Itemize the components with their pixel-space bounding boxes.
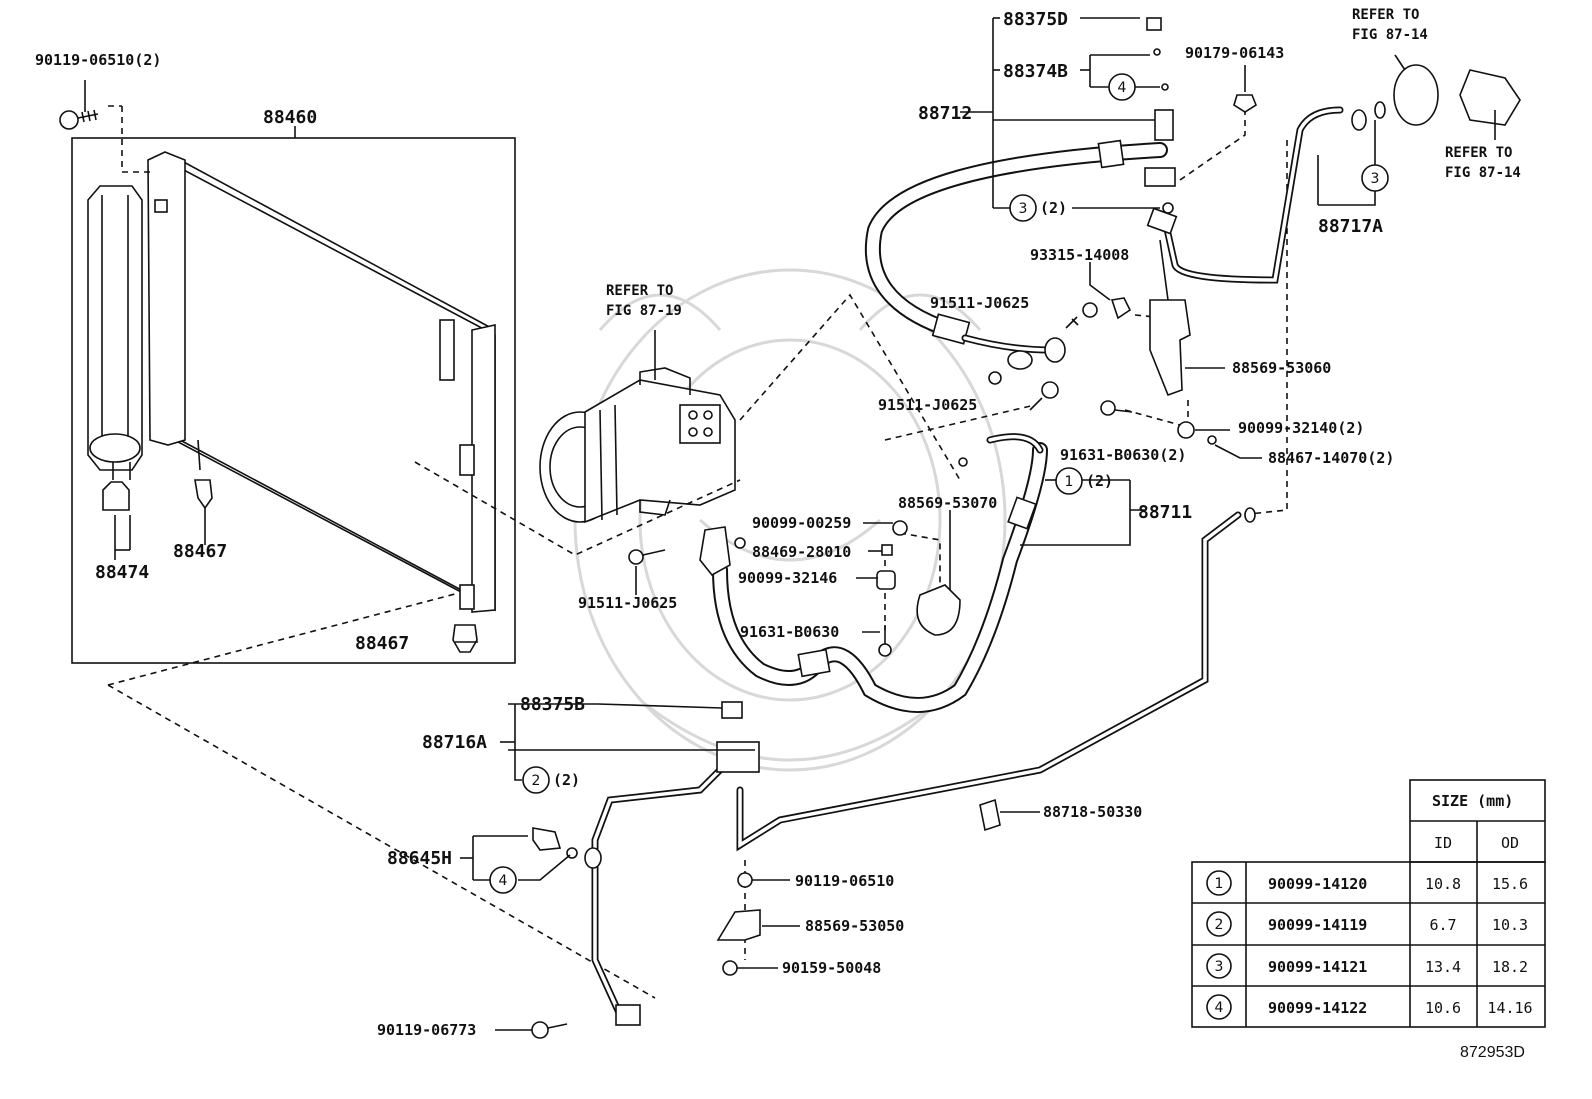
size-table-col-id: ID: [1434, 834, 1452, 852]
label-88474: 88474: [95, 562, 149, 583]
callout-3-right: [1361, 164, 1389, 192]
svg-text:3: 3: [1371, 171, 1380, 187]
svg-text:3: 3: [1019, 201, 1028, 217]
label-88711: 88711: [1138, 502, 1192, 523]
receiver-dryer: [87, 185, 143, 471]
row4-part: 90099-14122: [1268, 999, 1367, 1017]
label-90099-32146: 90099-32146: [738, 569, 837, 587]
condenser-frame: [71, 137, 516, 664]
row1-part: 90099-14120: [1268, 875, 1367, 893]
part-labels: 90119-06510(2) 88460 88474 88467 88467 8…: [35, 9, 1394, 1039]
pipes: [584, 106, 1344, 1026]
label-88469-28010: 88469-28010: [752, 543, 851, 561]
cap-88375B: [721, 701, 743, 719]
svg-text:2: 2: [532, 773, 541, 789]
drier-plug: [102, 481, 130, 511]
row1-od: 15.6: [1492, 875, 1528, 893]
label-90119-06510: 90119-06510: [795, 872, 894, 890]
label-91631-B0630: 91631-B0630: [740, 623, 839, 641]
label-88718-50330: 88718-50330: [1043, 803, 1142, 821]
label-91631-B0630-2: 91631-B0630(2): [1060, 446, 1186, 464]
row4-od: 14.16: [1487, 999, 1532, 1017]
diagram-id: 872953D: [1460, 1044, 1525, 1061]
callout-3-qty: (2): [1040, 199, 1067, 217]
callout-4-top: [1108, 73, 1136, 101]
refer-compressor-line1: REFER TO: [606, 283, 673, 299]
clutch-disc: [1393, 64, 1439, 126]
label-88712: 88712: [918, 103, 972, 124]
row2-num: 2: [1215, 917, 1224, 933]
size-table-header: SIZE (mm): [1432, 792, 1513, 810]
row3-part: 90099-14121: [1268, 958, 1367, 976]
label-93315-14008: 93315-14008: [1030, 246, 1129, 264]
label-88467-a: 88467: [173, 541, 227, 562]
row2-od: 10.3: [1492, 916, 1528, 934]
size-table: SIZE (mm) ID OD 1 90099-14120 10.8 15.6 …: [1191, 779, 1546, 1028]
row1-num: 1: [1215, 876, 1224, 892]
callout-1-qty: (2): [1086, 472, 1113, 490]
label-88460: 88460: [263, 107, 317, 128]
label-88375D: 88375D: [1003, 9, 1068, 30]
row2-part: 90099-14119: [1268, 916, 1367, 934]
refer-notes: REFER TO FIG 87-19 REFER TO FIG 87-14 RE…: [606, 7, 1521, 319]
row3-id: 13.4: [1425, 958, 1461, 976]
label-90099-32140-2: 90099-32140(2): [1238, 419, 1364, 437]
compressor: [539, 330, 736, 524]
label-88645H: 88645H: [387, 848, 452, 869]
label-88716A: 88716A: [422, 732, 487, 753]
label-90119-06773: 90119-06773: [377, 1021, 476, 1039]
bracket-53060: [1149, 299, 1191, 397]
callout-1: [1055, 467, 1083, 495]
callout-2-qty: (2): [553, 771, 580, 789]
clip-88718: [979, 798, 1001, 832]
row3-num: 3: [1215, 959, 1224, 975]
label-91511-J0625-c: 91511-J0625: [578, 594, 677, 612]
refer-right-line2: FIG 87-14: [1445, 165, 1521, 181]
svg-text:1: 1: [1065, 474, 1074, 490]
clamp-53070: [916, 584, 961, 636]
label-88467-14070-2: 88467-14070(2): [1268, 449, 1394, 467]
callout-3: [1009, 194, 1037, 222]
label-91511-J0625-a: 91511-J0625: [930, 294, 1029, 312]
svg-text:4: 4: [499, 873, 508, 889]
cap-88375D: [1146, 17, 1162, 31]
label-90179-06143: 90179-06143: [1185, 44, 1284, 62]
label-88569-53050: 88569-53050: [805, 917, 904, 935]
label-88374B: 88374B: [1003, 61, 1068, 82]
label-90159-50048: 90159-50048: [782, 959, 881, 977]
size-table-col-od: OD: [1501, 834, 1519, 852]
svg-text:4: 4: [1118, 80, 1127, 96]
row3-od: 18.2: [1492, 958, 1528, 976]
pressure-block: [716, 741, 760, 773]
leaders: [84, 17, 1496, 1031]
label-90119-06510-2: 90119-06510(2): [35, 51, 161, 69]
refer-top-line1: REFER TO: [1352, 7, 1419, 23]
bolt-icon: [59, 110, 79, 130]
refer-compressor-line2: FIG 87-19: [606, 303, 682, 319]
row4-id: 10.6: [1425, 999, 1461, 1017]
callouts: 4 3 (2) 3 1 (2) 2 (2) 4: [489, 73, 1389, 894]
row1-id: 10.8: [1425, 875, 1461, 893]
label-90099-00259: 90099-00259: [752, 514, 851, 532]
condenser-group: [59, 105, 516, 664]
label-88569-53070: 88569-53070: [898, 494, 997, 512]
label-88467-b: 88467: [355, 633, 409, 654]
row2-id: 6.7: [1429, 916, 1456, 934]
refer-right-line1: REFER TO: [1445, 145, 1512, 161]
refer-top-line2: FIG 87-14: [1352, 27, 1428, 43]
callout-2: [522, 766, 550, 794]
label-88717A: 88717A: [1318, 216, 1383, 237]
hardware: [531, 17, 1521, 1039]
label-88569-53060: 88569-53060: [1232, 359, 1331, 377]
nut-90179: [1233, 94, 1257, 113]
pressure-switch: [532, 827, 562, 851]
label-91511-J0625-b: 91511-J0625: [878, 396, 977, 414]
row4-num: 4: [1215, 1000, 1224, 1016]
callout-4-bottom: [489, 866, 517, 894]
expansion-valve: [1459, 69, 1521, 126]
label-88375B: 88375B: [520, 694, 585, 715]
